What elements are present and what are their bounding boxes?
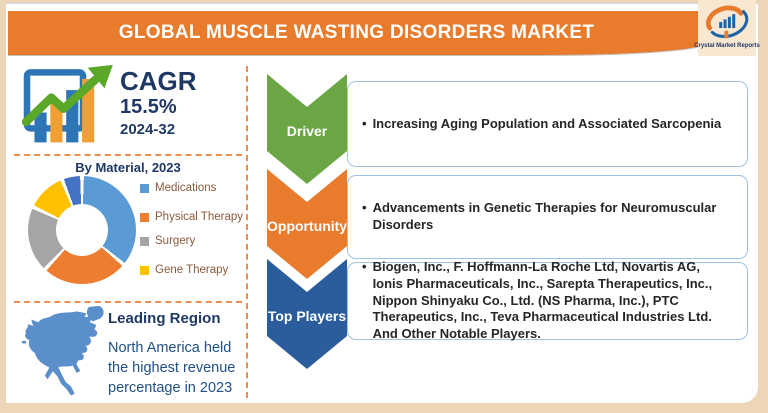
bullet-icon: • (362, 200, 367, 216)
opportunity-text-row: • Advancements in Genetic Therapies for … (362, 200, 733, 234)
opportunity-text: Advancements in Genetic Therapies for Ne… (372, 200, 717, 232)
cagr-label: CAGR (120, 66, 197, 96)
legend-item-physical-therapy: Physical Therapy (140, 210, 246, 226)
dashed-divider (14, 154, 242, 156)
opportunity-label: Opportunity (267, 218, 348, 235)
top-players-text-row: • Biogen, Inc., F. Hoffmann-La Roche Ltd… (362, 259, 733, 343)
legend-label: Physical Therapy (155, 210, 243, 223)
legend-marker-icon (140, 265, 149, 275)
donut-hole (56, 204, 108, 256)
cagr-period: 2024-32 (120, 121, 176, 139)
legend-item-medications: Medications (140, 181, 246, 197)
driver-chevron: Driver (267, 74, 347, 184)
pie-legend: Medications Physical Therapy Surgery Gen… (140, 181, 246, 278)
top-players-box: • Biogen, Inc., F. Hoffmann-La Roche Ltd… (347, 259, 748, 343)
legend-label: Gene Therapy (155, 263, 229, 276)
donut-chart (28, 176, 136, 284)
cagr-value: 15.5% (120, 96, 177, 119)
title-banner: GLOBAL MUSCLE WASTING DISORDERS MARKET (8, 11, 705, 55)
page-title: GLOBAL MUSCLE WASTING DISORDERS MARKET (118, 22, 595, 43)
top-players-text: Biogen, Inc., F. Hoffmann-La Roche Ltd, … (372, 258, 713, 342)
pie-chart-title: By Material, 2023 (75, 160, 181, 175)
crystal-market-reports-logo: Crystal Market Reports (694, 0, 760, 56)
driver-text: Increasing Aging Population and Associat… (372, 115, 722, 131)
bullet-icon: • (362, 258, 367, 274)
legend-label: Medications (155, 182, 217, 194)
leading-region-heading: Leading Region (108, 310, 221, 327)
logo-swirl-icon (705, 5, 749, 39)
bullet-icon: • (362, 115, 367, 131)
opportunity-box: • Advancements in Genetic Therapies for … (347, 175, 748, 259)
bar-chart-growth-icon (22, 64, 113, 143)
dashed-vertical-divider (246, 66, 248, 398)
logo-name: Crystal Market Reports (694, 43, 760, 49)
leading-region-text: North America held the highest revenue p… (108, 340, 236, 396)
leading-region-block: Leading Region North America held the hi… (108, 310, 250, 398)
cagr-block: CAGR 15.5% 2024-32 (120, 66, 197, 140)
legend-item-surgery: Surgery (140, 234, 246, 250)
legend-marker-icon (140, 212, 149, 222)
dashed-divider (14, 301, 242, 303)
top-players-label: Top Players (267, 308, 347, 325)
legend-marker-icon (140, 237, 149, 247)
legend-item-gene-therapy: Gene Therapy (140, 263, 246, 279)
driver-text-row: • Increasing Aging Population and Associ… (362, 116, 721, 133)
legend-label: Surgery (155, 235, 196, 248)
driver-box: • Increasing Aging Population and Associ… (347, 81, 748, 167)
legend-marker-icon (140, 184, 149, 193)
north-america-map (21, 306, 104, 396)
driver-label: Driver (286, 123, 328, 140)
content-area: GLOBAL MUSCLE WASTING DISORDERS MARKET C… (6, 3, 758, 403)
opportunity-chevron: Opportunity (267, 169, 347, 279)
